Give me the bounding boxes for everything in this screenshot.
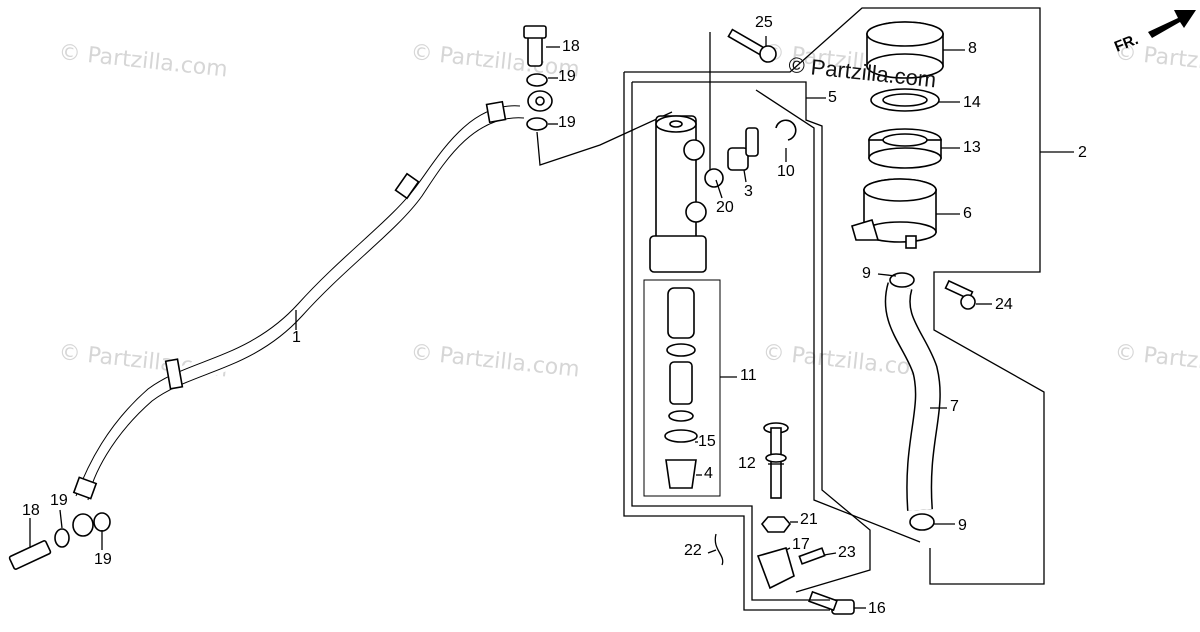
lower-banjo-fitting [8, 512, 111, 570]
part-callout-c4[interactable]: 4 [704, 465, 713, 482]
part-callout-c19b[interactable]: 19 [558, 114, 576, 131]
part-callout-c20[interactable]: 20 [716, 199, 734, 216]
part-callout-c18b[interactable]: 18 [22, 502, 40, 519]
part-callout-c9a[interactable]: 9 [862, 265, 871, 282]
assembly-outline [623, 7, 1045, 611]
part-callout-c2[interactable]: 2 [1078, 144, 1087, 161]
clevis-hardware [714, 533, 855, 615]
part-callout-c15[interactable]: 15 [698, 433, 716, 450]
reservoir-hose [884, 272, 941, 531]
bolts [727, 28, 976, 310]
part-callout-c6[interactable]: 6 [963, 205, 972, 222]
master-cylinder-body [649, 115, 797, 273]
part-callout-c8[interactable]: 8 [968, 40, 977, 57]
part-callout-c5[interactable]: 5 [828, 89, 837, 106]
piston-kit [643, 279, 721, 497]
part-callout-c23[interactable]: 23 [838, 544, 856, 561]
upper-banjo-fitting [523, 25, 673, 166]
part-callout-c18a[interactable]: 18 [562, 38, 580, 55]
part-callout-c21[interactable]: 21 [800, 511, 818, 528]
part-callout-c14[interactable]: 14 [963, 94, 981, 111]
reservoir-assembly [851, 21, 944, 249]
part-callout-c7[interactable]: 7 [950, 398, 959, 415]
leader-lines [29, 36, 1074, 609]
part-callout-c1[interactable]: 1 [292, 329, 301, 346]
part-callout-c11[interactable]: 11 [740, 367, 757, 384]
push-rod [760, 422, 792, 533]
front-direction-arrow [1148, 10, 1196, 38]
part-callout-c13[interactable]: 13 [963, 139, 981, 156]
part-callout-c19d[interactable]: 19 [94, 551, 112, 568]
brake-hose [71, 100, 525, 502]
part-callout-c10[interactable]: 10 [777, 163, 795, 180]
part-callout-c9b[interactable]: 9 [958, 517, 967, 534]
part-callout-c19a[interactable]: 19 [558, 68, 576, 85]
part-callout-c16[interactable]: 16 [868, 600, 886, 617]
part-callout-c24[interactable]: 24 [995, 296, 1013, 313]
part-callout-c25[interactable]: 25 [755, 14, 773, 31]
part-callout-c22[interactable]: 22 [684, 542, 702, 559]
part-callout-c12[interactable]: 12 [738, 455, 756, 472]
part-callout-c3[interactable]: 3 [744, 183, 753, 200]
part-callout-c17[interactable]: 17 [792, 536, 810, 553]
part-callout-c19c[interactable]: 19 [50, 492, 68, 509]
